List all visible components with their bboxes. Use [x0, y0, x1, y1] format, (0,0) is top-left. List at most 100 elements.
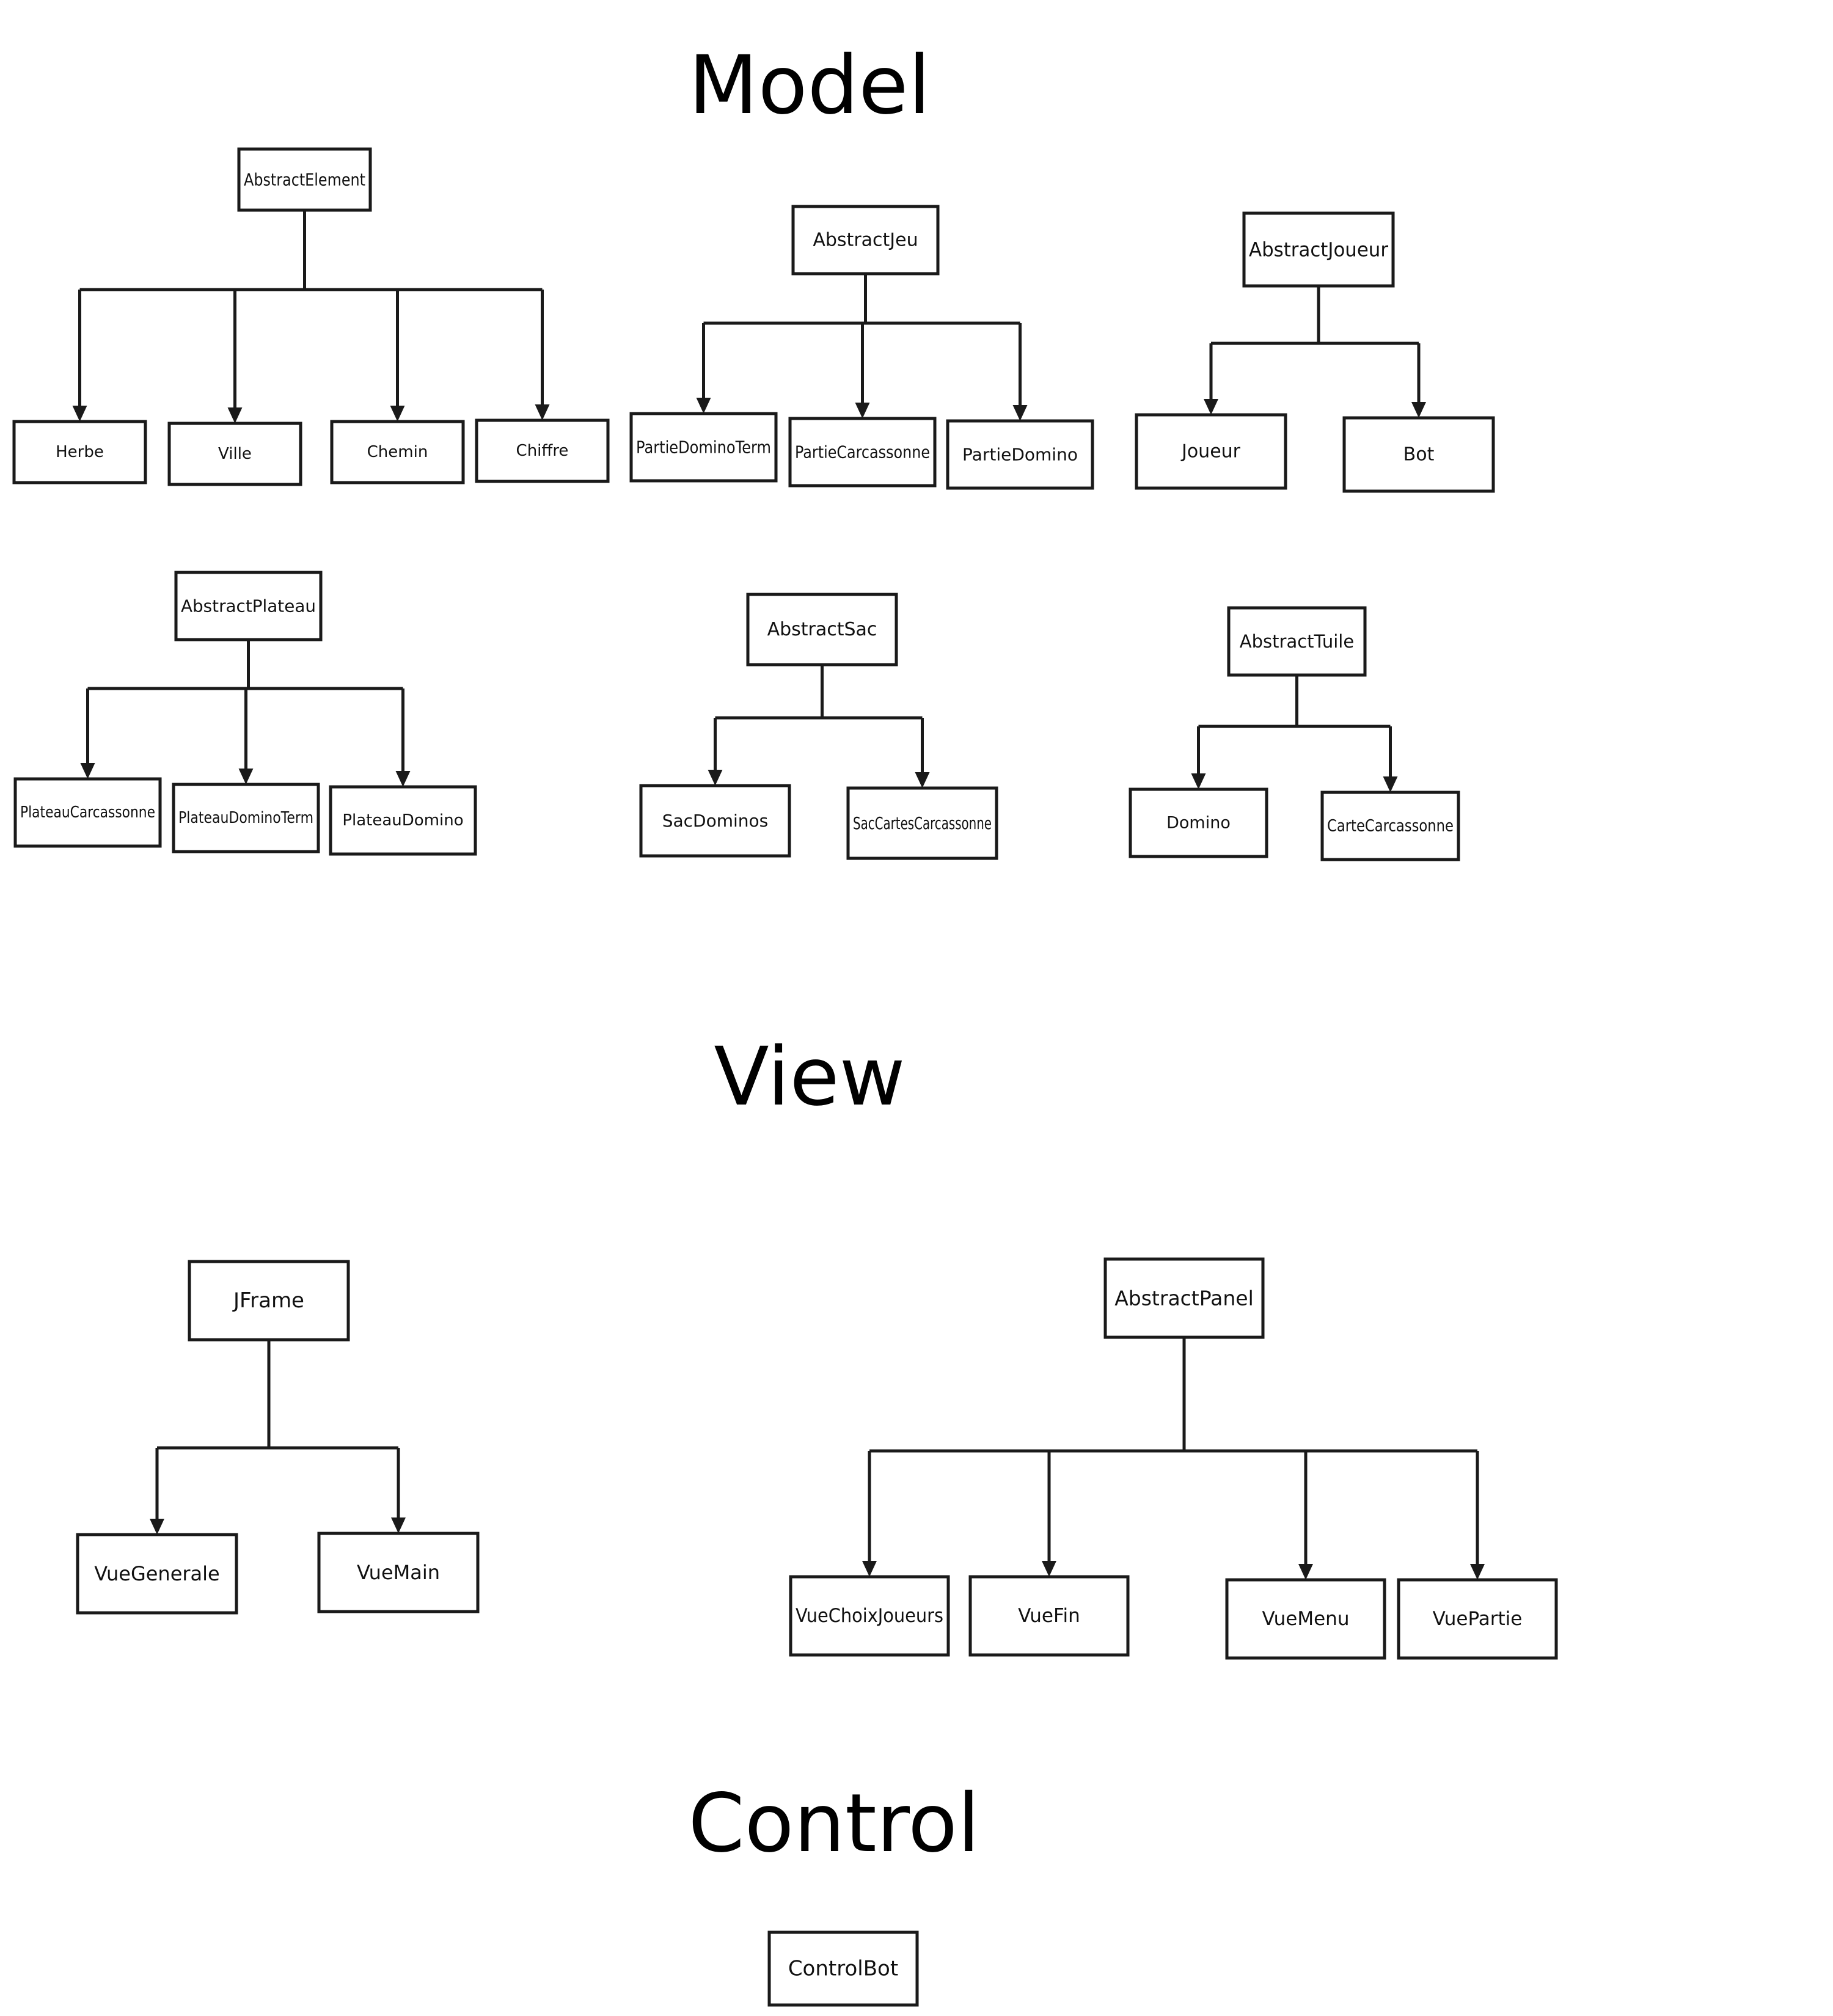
- inheritance-arrowhead: [1012, 405, 1028, 421]
- class-node-partie-domino-label: PartieDomino: [962, 445, 1078, 465]
- class-node-abstract-panel-label: AbstractPanel: [1114, 1287, 1254, 1310]
- class-node-abstract-joueur-label: AbstractJoueur: [1249, 238, 1389, 261]
- class-node-chiffre-label: Chiffre: [516, 442, 569, 460]
- section-title-model: Model: [689, 38, 931, 133]
- class-node-plateau-carcassonne-box: [13, 777, 162, 848]
- class-node-chemin-label: Chemin: [367, 443, 428, 461]
- class-node-partie-domino-term: PartieDominoTerm: [629, 412, 778, 483]
- class-node-abstract-panel: AbstractPanel: [1103, 1257, 1265, 1339]
- class-node-domino-box: [1129, 787, 1268, 858]
- class-node-carte-carcassonne-label: CarteCarcassonne: [1327, 817, 1454, 836]
- class-node-vue-main-label: VueMain: [357, 1561, 440, 1584]
- class-node-herbe-label: Herbe: [56, 443, 104, 461]
- section-title-control: Control: [688, 1777, 979, 1871]
- class-node-abstract-element-label: AbstractElement: [244, 170, 365, 190]
- class-node-vue-fin-box: [968, 1575, 1130, 1657]
- class-node-vue-fin-label: VueFin: [1018, 1605, 1080, 1627]
- class-node-ville-box: [167, 422, 302, 486]
- class-node-abstract-element-box: [237, 147, 372, 212]
- class-node-abstract-jeu-box: [791, 205, 940, 276]
- class-node-vue-menu: VueMenu: [1225, 1578, 1386, 1660]
- inheritance-arrowhead: [862, 1561, 877, 1577]
- class-node-chemin: Chemin: [330, 420, 465, 484]
- class-node-plateau-domino: PlateauDomino: [329, 785, 477, 856]
- class-node-vue-choix-joueurs-label: VueChoixJoueurs: [796, 1605, 943, 1627]
- class-node-abstract-sac: AbstractSac: [746, 593, 898, 667]
- inheritance-arrowhead: [80, 763, 95, 779]
- class-node-partie-domino: PartieDomino: [946, 419, 1094, 490]
- class-node-vue-generale: VueGenerale: [76, 1533, 238, 1615]
- class-node-vue-main-box: [317, 1532, 480, 1613]
- class-node-jframe-label: JFrame: [232, 1288, 304, 1313]
- inheritance-arrowhead: [238, 769, 254, 784]
- class-node-herbe-box: [12, 420, 147, 484]
- class-node-sac-dominos-label: SacDominos: [662, 811, 769, 831]
- class-node-vue-choix-joueurs-box: [789, 1575, 950, 1657]
- class-node-joueur: Joueur: [1135, 413, 1287, 490]
- inheritance-arrowhead: [227, 407, 243, 423]
- inheritance-arrowhead: [1042, 1561, 1056, 1577]
- class-node-bot-label: Bot: [1403, 444, 1435, 466]
- class-node-abstract-sac-box: [746, 593, 898, 667]
- class-node-vue-generale-box: [76, 1533, 238, 1615]
- class-node-abstract-jeu-label: AbstractJeu: [813, 230, 918, 251]
- class-node-bot: Bot: [1342, 416, 1495, 493]
- class-node-plateau-carcassonne-label: PlateauCarcassonne: [20, 803, 155, 822]
- class-node-plateau-domino-box: [329, 785, 477, 856]
- class-node-abstract-plateau-box: [174, 571, 323, 641]
- class-node-vue-menu-box: [1225, 1578, 1386, 1660]
- class-node-ville: Ville: [167, 422, 302, 486]
- class-node-plateau-domino-term-label: PlateauDominoTerm: [178, 809, 313, 827]
- class-node-abstract-tuile-box: [1227, 606, 1367, 677]
- class-node-partie-domino-box: [946, 419, 1094, 490]
- inheritance-arrowhead: [150, 1519, 164, 1535]
- inheritance-arrowhead: [1411, 402, 1426, 418]
- class-node-abstract-tuile: AbstractTuile: [1227, 606, 1367, 677]
- class-node-abstract-joueur-box: [1242, 211, 1395, 288]
- inheritance-arrowhead: [72, 406, 87, 422]
- class-node-sac-dominos: SacDominos: [639, 784, 791, 858]
- class-node-chemin-box: [330, 420, 465, 484]
- class-node-partie-carcassonne-label: PartieCarcassonne: [795, 442, 930, 462]
- class-node-chiffre-box: [475, 418, 610, 483]
- inheritance-arrowhead: [1383, 776, 1398, 792]
- section-title-view: View: [714, 1030, 905, 1124]
- class-node-jframe: JFrame: [188, 1260, 350, 1342]
- class-node-joueur-label: Joueur: [1180, 441, 1241, 462]
- class-node-partie-carcassonne: PartieCarcassonne: [788, 417, 937, 488]
- inheritance-arrowhead: [535, 404, 550, 420]
- class-node-sac-cartes-carcassonne: SacCartesCarcassonne: [846, 786, 998, 860]
- inheritance-arrowhead: [708, 770, 723, 786]
- class-node-ville-label: Ville: [218, 445, 252, 463]
- class-node-sac-cartes-carcassonne-label: SacCartesCarcassonne: [853, 813, 992, 833]
- class-node-domino-label: Domino: [1166, 814, 1231, 833]
- class-node-vue-generale-label: VueGenerale: [94, 1562, 219, 1585]
- class-node-plateau-domino-label: PlateauDomino: [342, 811, 463, 830]
- class-node-abstract-tuile-label: AbstractTuile: [1240, 631, 1354, 652]
- inheritance-arrowhead: [855, 403, 870, 418]
- inheritance-arrowhead: [1470, 1564, 1485, 1580]
- class-node-sac-dominos-box: [639, 784, 791, 858]
- inheritance-arrowhead: [395, 771, 411, 787]
- class-node-plateau-domino-term: PlateauDominoTerm: [172, 783, 320, 853]
- inheritance-arrowhead: [696, 398, 711, 414]
- class-node-vue-choix-joueurs: VueChoixJoueurs: [789, 1575, 950, 1657]
- edges-layer: [72, 210, 1485, 1580]
- class-node-partie-domino-term-box: [629, 412, 778, 483]
- class-node-abstract-element: AbstractElement: [237, 147, 372, 212]
- class-node-domino: Domino: [1129, 787, 1268, 858]
- class-node-jframe-box: [188, 1260, 350, 1342]
- class-node-partie-domino-term-label: PartieDominoTerm: [636, 437, 771, 458]
- class-node-abstract-panel-box: [1103, 1257, 1265, 1339]
- inheritance-arrowhead: [915, 772, 930, 788]
- class-node-vue-fin: VueFin: [968, 1575, 1130, 1657]
- class-node-carte-carcassonne-box: [1320, 791, 1460, 861]
- inheritance-arrowhead: [1204, 399, 1218, 415]
- class-node-vue-partie: VuePartie: [1397, 1578, 1558, 1660]
- inheritance-arrowhead: [391, 1517, 406, 1533]
- class-node-vue-main: VueMain: [317, 1532, 480, 1613]
- class-node-herbe: Herbe: [12, 420, 147, 484]
- class-node-abstract-plateau: AbstractPlateau: [174, 571, 323, 641]
